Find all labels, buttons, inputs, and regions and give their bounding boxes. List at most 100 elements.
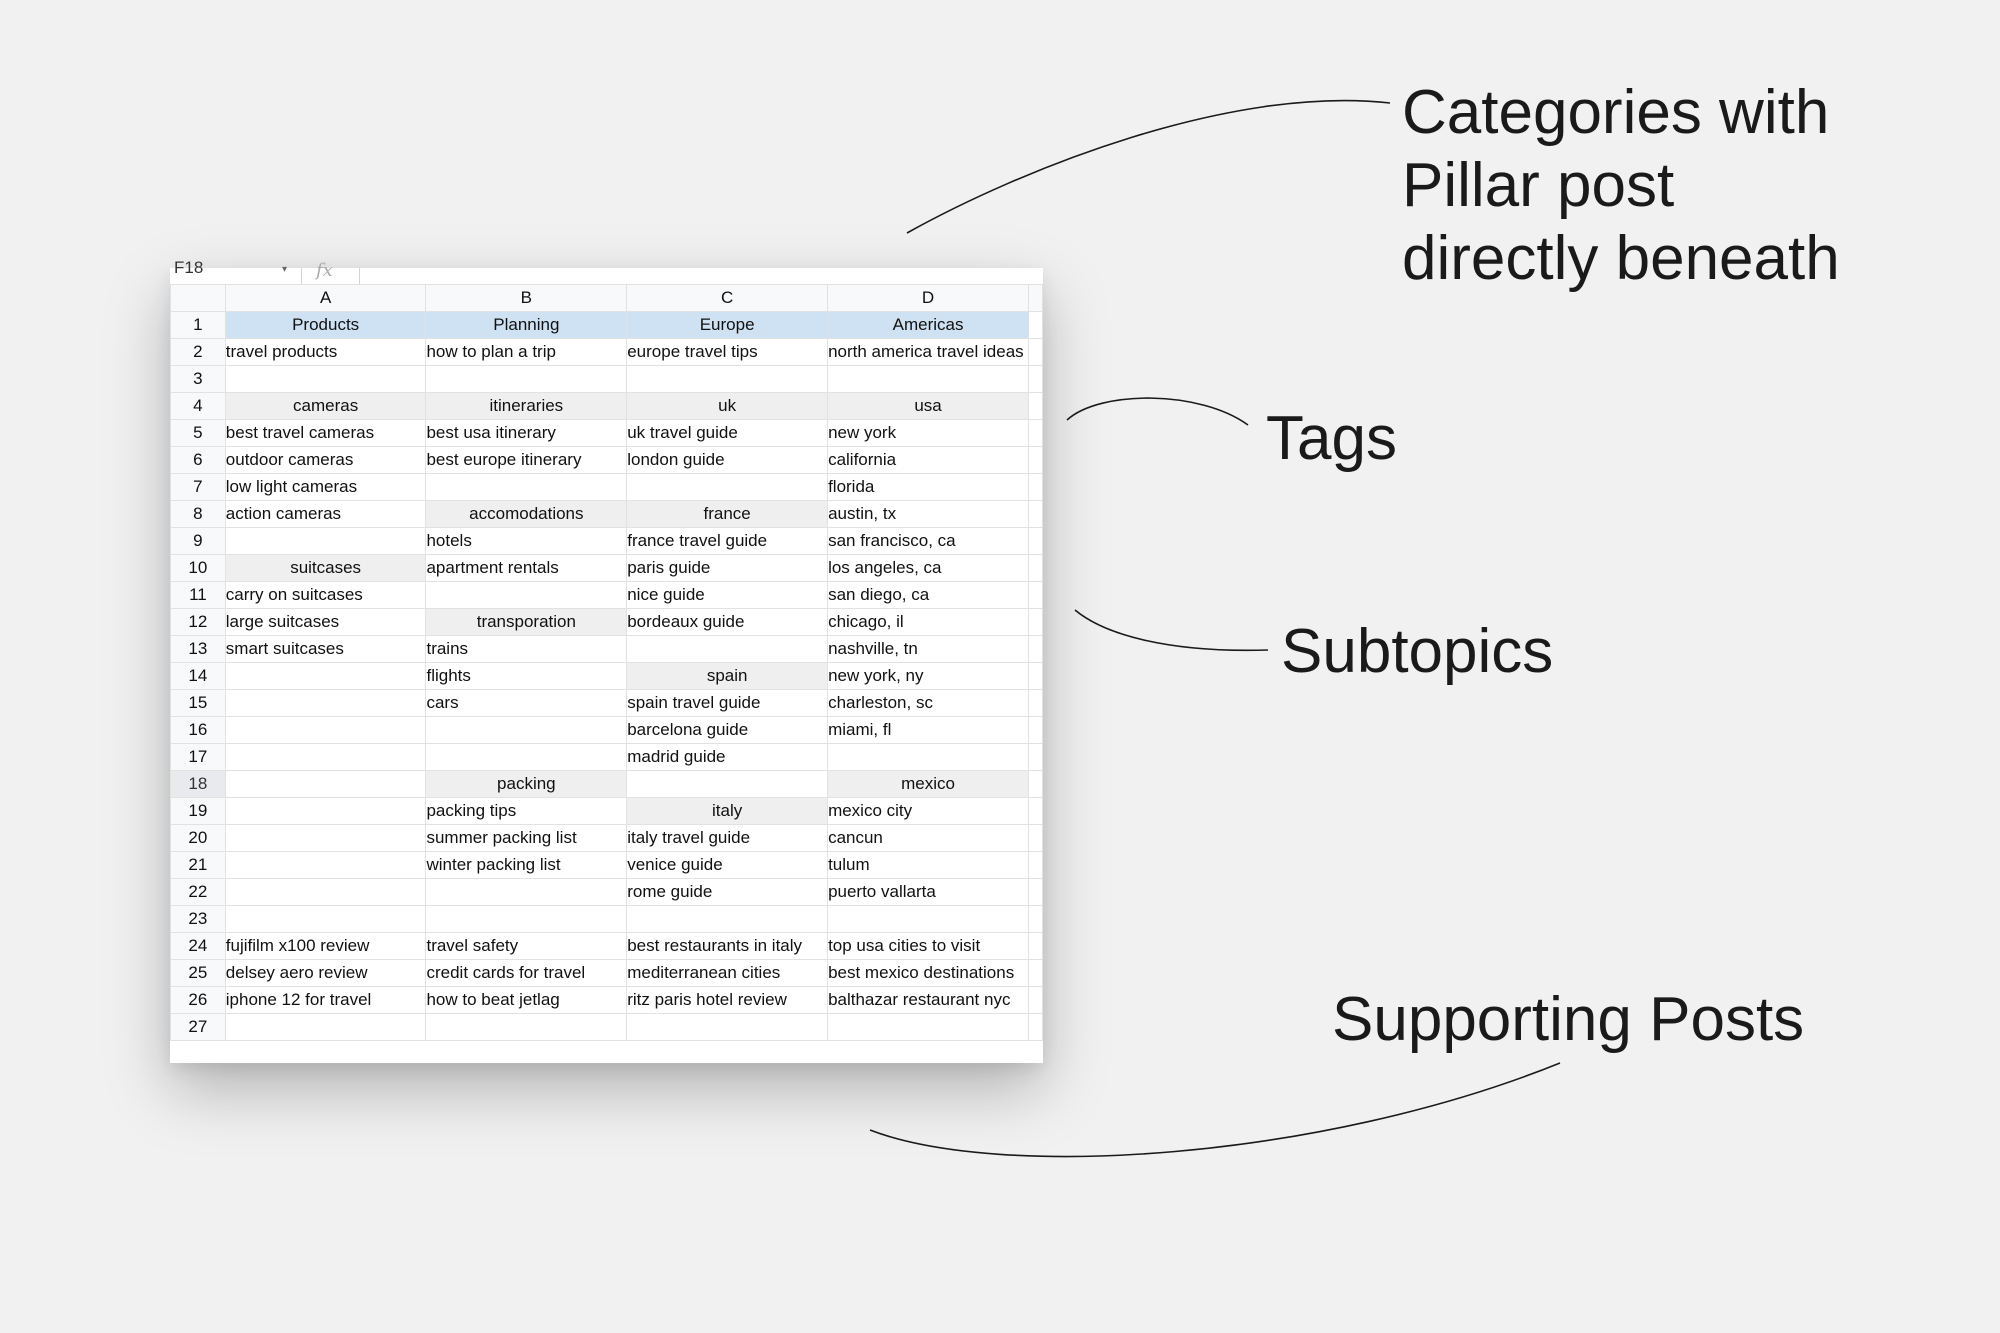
subtopic-header-cell[interactable]: accomodations — [425, 500, 628, 528]
name-box[interactable]: F18 — [174, 258, 204, 277]
sheet-cell[interactable] — [224, 905, 427, 933]
category-cell[interactable]: Planning — [425, 311, 628, 339]
row-number[interactable]: 26 — [170, 986, 226, 1014]
sheet-cell[interactable] — [224, 365, 427, 393]
sheet-cell[interactable]: charleston, sc — [827, 689, 1030, 717]
sheet-cell[interactable]: new york — [827, 419, 1030, 447]
sheet-cell[interactable]: delsey aero review — [224, 959, 427, 987]
sheet-cell[interactable]: barcelona guide — [626, 716, 829, 744]
sheet-cell[interactable]: cars — [425, 689, 628, 717]
sheet-cell[interactable] — [425, 743, 628, 771]
sheet-cell[interactable]: florida — [827, 473, 1030, 501]
row-number[interactable]: 6 — [170, 446, 226, 474]
sheet-cell[interactable]: new york, ny — [827, 662, 1030, 690]
sheet-cell[interactable]: mediterranean cities — [626, 959, 829, 987]
category-cell[interactable]: Americas — [827, 311, 1030, 339]
row-number[interactable]: 16 — [170, 716, 226, 744]
sheet-cell[interactable]: uk travel guide — [626, 419, 829, 447]
sheet-cell[interactable] — [626, 770, 829, 798]
subtopic-header-cell[interactable]: uk — [626, 392, 829, 420]
sheet-cell[interactable] — [224, 878, 427, 906]
sheet-cell[interactable]: austin, tx — [827, 500, 1030, 528]
row-number[interactable]: 15 — [170, 689, 226, 717]
sheet-cell[interactable]: rome guide — [626, 878, 829, 906]
sheet-cell[interactable] — [425, 1013, 628, 1041]
row-number[interactable]: 8 — [170, 500, 226, 528]
column-header[interactable]: B — [425, 284, 628, 312]
sheet-cell[interactable] — [425, 878, 628, 906]
sheet-cell[interactable] — [224, 689, 427, 717]
sheet-cell[interactable]: france travel guide — [626, 527, 829, 555]
sheet-cell[interactable]: spain travel guide — [626, 689, 829, 717]
sheet-cell[interactable] — [425, 581, 628, 609]
row-number[interactable]: 27 — [170, 1013, 226, 1041]
subtopic-header-cell[interactable]: transporation — [425, 608, 628, 636]
subtopic-header-cell[interactable]: spain — [626, 662, 829, 690]
row-number[interactable]: 12 — [170, 608, 226, 636]
sheet-cell[interactable]: credit cards for travel — [425, 959, 628, 987]
row-number[interactable]: 3 — [170, 365, 226, 393]
sheet-cell[interactable]: best usa itinerary — [425, 419, 628, 447]
row-number[interactable]: 20 — [170, 824, 226, 852]
sheet-cell[interactable]: puerto vallarta — [827, 878, 1030, 906]
sheet-cell[interactable] — [224, 797, 427, 825]
sheet-cell[interactable]: best mexico destinations — [827, 959, 1030, 987]
row-number[interactable]: 19 — [170, 797, 226, 825]
sheet-cell[interactable] — [626, 635, 829, 663]
sheet-cell[interactable]: summer packing list — [425, 824, 628, 852]
sheet-cell[interactable]: trains — [425, 635, 628, 663]
sheet-cell[interactable] — [827, 1013, 1030, 1041]
subtopic-header-cell[interactable]: suitcases — [224, 554, 427, 582]
row-number[interactable]: 23 — [170, 905, 226, 933]
row-number[interactable]: 17 — [170, 743, 226, 771]
sheet-cell[interactable]: low light cameras — [224, 473, 427, 501]
subtopic-header-cell[interactable]: mexico — [827, 770, 1030, 798]
sheet-cell[interactable]: hotels — [425, 527, 628, 555]
sheet-cell[interactable]: europe travel tips — [626, 338, 829, 366]
row-number[interactable]: 10 — [170, 554, 226, 582]
sheet-cell[interactable] — [626, 473, 829, 501]
sheet-cell[interactable] — [224, 1013, 427, 1041]
subtopic-header-cell[interactable]: packing — [425, 770, 628, 798]
row-number[interactable]: 18 — [170, 770, 226, 798]
row-number[interactable]: 22 — [170, 878, 226, 906]
row-number[interactable]: 14 — [170, 662, 226, 690]
sheet-cell[interactable]: tulum — [827, 851, 1030, 879]
select-all-corner[interactable] — [170, 284, 226, 312]
sheet-cell[interactable]: chicago, il — [827, 608, 1030, 636]
column-header[interactable] — [1028, 284, 1043, 312]
sheet-cell[interactable]: best travel cameras — [224, 419, 427, 447]
sheet-cell[interactable]: balthazar restaurant nyc — [827, 986, 1030, 1014]
sheet-cell[interactable]: flights — [425, 662, 628, 690]
sheet-cell[interactable]: nashville, tn — [827, 635, 1030, 663]
sheet-cell[interactable]: los angeles, ca — [827, 554, 1030, 582]
sheet-cell[interactable]: iphone 12 for travel — [224, 986, 427, 1014]
sheet-cell[interactable]: paris guide — [626, 554, 829, 582]
row-number[interactable]: 5 — [170, 419, 226, 447]
row-number[interactable]: 24 — [170, 932, 226, 960]
row-number[interactable]: 13 — [170, 635, 226, 663]
sheet-cell[interactable]: miami, fl — [827, 716, 1030, 744]
subtopic-header-cell[interactable]: italy — [626, 797, 829, 825]
sheet-cell[interactable]: fujifilm x100 review — [224, 932, 427, 960]
row-number[interactable]: 21 — [170, 851, 226, 879]
sheet-cell[interactable]: travel safety — [425, 932, 628, 960]
sheet-cell[interactable]: winter packing list — [425, 851, 628, 879]
sheet-cell[interactable]: venice guide — [626, 851, 829, 879]
sheet-cell[interactable]: top usa cities to visit — [827, 932, 1030, 960]
sheet-cell[interactable]: san diego, ca — [827, 581, 1030, 609]
sheet-cell[interactable] — [1028, 1013, 1043, 1041]
category-cell[interactable]: Products — [224, 311, 427, 339]
column-header[interactable]: C — [626, 284, 829, 312]
sheet-cell[interactable]: travel products — [224, 338, 427, 366]
sheet-cell[interactable]: large suitcases — [224, 608, 427, 636]
row-number[interactable]: 1 — [170, 311, 226, 339]
sheet-cell[interactable]: london guide — [626, 446, 829, 474]
column-header[interactable]: A — [224, 284, 427, 312]
row-number[interactable]: 11 — [170, 581, 226, 609]
sheet-cell[interactable] — [827, 905, 1030, 933]
row-number[interactable]: 9 — [170, 527, 226, 555]
chevron-down-icon[interactable]: ▾ — [282, 264, 288, 275]
row-number[interactable]: 2 — [170, 338, 226, 366]
sheet-cell[interactable]: north america travel ideas — [827, 338, 1030, 366]
